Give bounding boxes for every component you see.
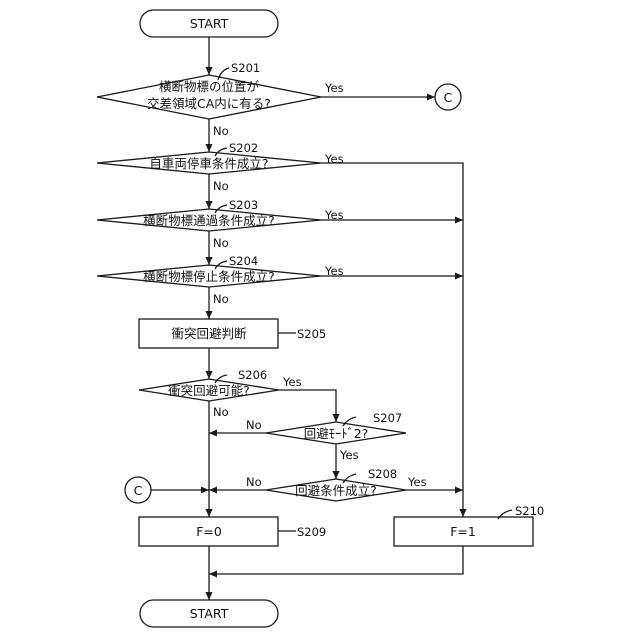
label-s203-no: No	[213, 236, 229, 250]
start-label: START	[190, 16, 229, 31]
end-label: START	[190, 606, 229, 621]
s201-text-line1: 横断物標の位置が	[159, 79, 260, 94]
s206-text: 衝突回避可能?	[168, 383, 250, 398]
step-id-s202: S202	[229, 141, 258, 155]
s209-text: F=0	[196, 524, 222, 539]
label-s203-yes: Yes	[324, 208, 344, 222]
s203-text: 横断物標通過条件成立?	[143, 213, 275, 228]
step-id-s201: S201	[231, 61, 260, 75]
label-s208-yes: Yes	[407, 475, 427, 489]
label-s202-no: No	[213, 179, 229, 193]
step-id-s210: S210	[515, 504, 544, 518]
edge-s210-merge	[209, 546, 463, 574]
edge-s206-yes	[279, 390, 336, 422]
label-s208-no: No	[246, 475, 262, 489]
label-s207-no: No	[246, 418, 262, 432]
s208-text: 回避条件成立?	[295, 483, 377, 498]
step-id-s207: S207	[373, 411, 402, 425]
connector-c-left-label: C	[134, 483, 143, 498]
label-s201-yes: Yes	[324, 81, 344, 95]
s210-text: F=1	[450, 524, 476, 539]
label-s206-yes: Yes	[282, 375, 302, 389]
label-s204-no: No	[213, 292, 229, 306]
s202-text: 自車両停車条件成立?	[149, 156, 268, 171]
s201-text-line2: 交差領域CA内に有る?	[147, 96, 271, 111]
label-s202-yes: Yes	[324, 152, 344, 166]
step-id-s205: S205	[297, 327, 326, 341]
label-s201-no: No	[213, 124, 229, 138]
step-id-s204: S204	[229, 254, 258, 268]
connector-c-right-label: C	[444, 90, 453, 105]
s204-text: 横断物標停止条件成立?	[143, 269, 275, 284]
s207-text: 回避ﾓｰﾄﾞ2?	[304, 426, 369, 441]
label-s207-yes: Yes	[339, 448, 359, 462]
label-s204-yes: Yes	[324, 264, 344, 278]
step-id-s203: S203	[229, 198, 258, 212]
label-s206-no: No	[213, 405, 229, 419]
step-id-s209: S209	[297, 525, 326, 539]
step-id-s206: S206	[238, 368, 267, 382]
s205-text: 衝突回避判断	[171, 326, 246, 341]
step-id-s208: S208	[368, 467, 397, 481]
